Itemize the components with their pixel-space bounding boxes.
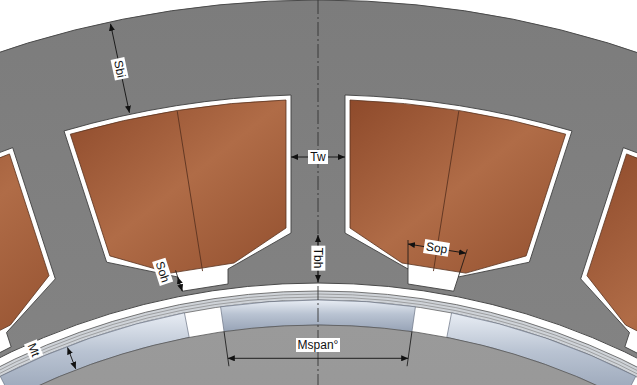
winding-coil bbox=[70, 100, 286, 273]
dimension-label: Sop bbox=[423, 239, 450, 257]
rotor-sleeve bbox=[0, 291, 637, 385]
winding-coil bbox=[350, 100, 566, 273]
sleeve-layer bbox=[0, 294, 637, 385]
coil-divider bbox=[177, 111, 202, 271]
dimension-line bbox=[111, 24, 130, 113]
dimension-label: Mt bbox=[24, 339, 43, 360]
dimension-label: Sbi bbox=[111, 57, 129, 81]
dimension-label: Tw bbox=[308, 150, 327, 164]
stator-slot bbox=[345, 95, 572, 291]
extension-line bbox=[407, 332, 412, 367]
dimension-label: Tbh bbox=[311, 246, 325, 271]
extension-line bbox=[176, 270, 178, 277]
dimension-label: Soh bbox=[152, 258, 173, 286]
extension-line bbox=[224, 332, 229, 367]
dimension-label: Mspan° bbox=[296, 338, 341, 352]
winding-coil bbox=[0, 154, 49, 357]
rotor-core bbox=[0, 325, 637, 385]
stator-slot bbox=[64, 95, 291, 291]
center-line bbox=[318, 0, 319, 385]
stator-slot bbox=[581, 148, 637, 368]
stator-slot bbox=[0, 148, 55, 368]
dimension-line bbox=[68, 347, 76, 368]
sleeve-layer bbox=[0, 297, 637, 385]
winding-coil bbox=[587, 154, 637, 357]
dimension-line bbox=[228, 358, 408, 359]
dimension-line bbox=[178, 277, 183, 291]
magnet-gap bbox=[0, 300, 637, 385]
